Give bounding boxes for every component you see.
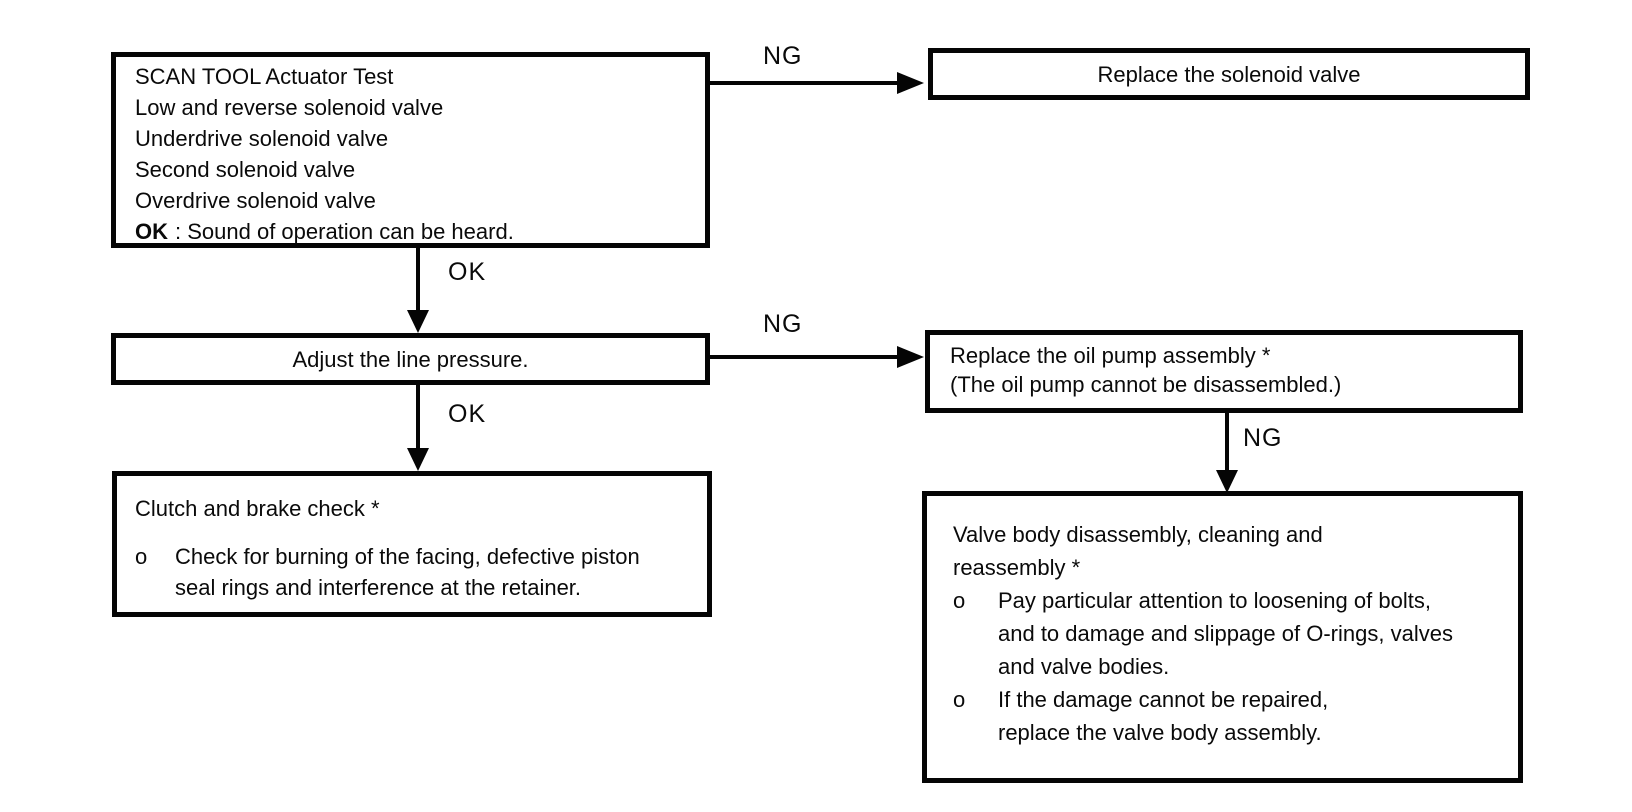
node-text: Replace the solenoid valve [1097, 61, 1361, 87]
node-text-line: Overdrive solenoid valve [135, 188, 376, 213]
connector-scan-to-adjust [416, 248, 420, 320]
edge-label-ok-adjust: OK [448, 400, 487, 428]
node-title: Valve body disassembly, cleaning and rea… [953, 522, 1323, 580]
node-text-line: Low and reverse solenoid valve [135, 95, 444, 120]
node-replace-oil-pump: Replace the oil pump assembly * (The oil… [925, 330, 1523, 413]
connector-scan-to-replace-solenoid [710, 81, 898, 85]
bullet-item-text: Pay particular attention to loosening of… [998, 588, 1453, 679]
node-valve-body-disassembly: Valve body disassembly, cleaning and rea… [922, 491, 1523, 783]
arrowhead-right-icon [897, 346, 924, 368]
connector-adjust-to-oil-pump [710, 355, 898, 359]
node-adjust-line-pressure: Adjust the line pressure. [111, 333, 710, 385]
bullet-o-icon: o [135, 544, 148, 569]
ok-condition-text: : Sound of operation can be heard. [175, 219, 514, 244]
arrowhead-down-icon [1216, 470, 1238, 493]
node-text-line: Replace the oil pump assembly * [950, 343, 1271, 368]
edge-label-ng-scan: NG [763, 42, 803, 70]
bullet-item-text: Check for burning of the facing, defecti… [175, 544, 640, 600]
node-text: Adjust the line pressure. [292, 346, 529, 372]
node-text-line: (The oil pump cannot be disassembled.) [950, 372, 1342, 397]
arrowhead-down-icon [407, 310, 429, 333]
bullet-item-text: If the damage cannot be repaired, replac… [998, 687, 1329, 745]
arrowhead-right-icon [897, 72, 924, 94]
connector-adjust-to-clutch [416, 385, 420, 458]
node-ok-condition-line: OK : Sound of operation can be heard. [135, 216, 695, 247]
arrowhead-down-icon [407, 448, 429, 471]
ok-keyword: OK [135, 219, 168, 244]
node-replace-solenoid-valve: Replace the solenoid valve [928, 48, 1530, 100]
node-text-line: Underdrive solenoid valve [135, 126, 389, 151]
node-text-line: SCAN TOOL Actuator Test [135, 64, 394, 89]
edge-label-ng-oil-pump: NG [1243, 424, 1283, 452]
bullet-item: o If the damage cannot be repaired, repl… [953, 683, 1508, 749]
node-scan-tool-actuator-test: SCAN TOOL Actuator Test Low and reverse … [111, 52, 710, 248]
edge-label-ng-adjust: NG [763, 310, 803, 338]
bullet-item: o Pay particular attention to loosening … [953, 584, 1508, 683]
node-text-line: Second solenoid valve [135, 157, 356, 182]
edge-label-ok-scan: OK [448, 258, 487, 286]
bullet-item: o Check for burning of the facing, defec… [135, 541, 697, 603]
node-title: Clutch and brake check * [135, 496, 380, 521]
connector-oil-pump-to-valve-body [1225, 413, 1229, 480]
bullet-o-icon: o [953, 687, 966, 712]
bullet-o-icon: o [953, 588, 966, 613]
node-clutch-brake-check: Clutch and brake check * o Check for bur… [112, 471, 712, 617]
